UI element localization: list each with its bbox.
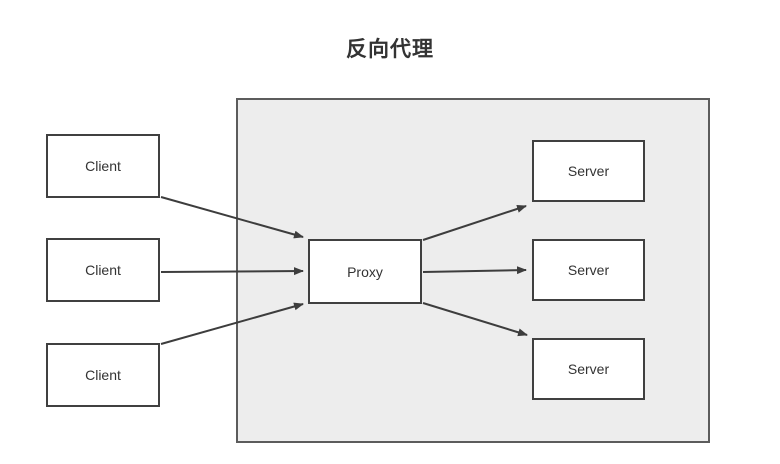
server-node-3: Server [532,338,645,400]
server-node-2: Server [532,239,645,301]
proxy-node: Proxy [308,239,422,304]
client-node-1-label: Client [85,158,121,174]
client-node-1: Client [46,134,160,198]
proxy-node-label: Proxy [347,263,383,280]
server-node-2-label: Server [567,262,610,278]
server-node-1-label: Server [567,163,610,179]
client-node-3: Client [46,343,160,407]
server-node-1: Server [532,140,645,202]
client-node-2: Client [46,238,160,302]
server-node-3-label: Server [567,361,610,377]
diagram-title: 反向代理 [346,38,434,61]
client-node-3-label: Client [85,367,121,383]
client-node-2-label: Client [85,262,121,278]
